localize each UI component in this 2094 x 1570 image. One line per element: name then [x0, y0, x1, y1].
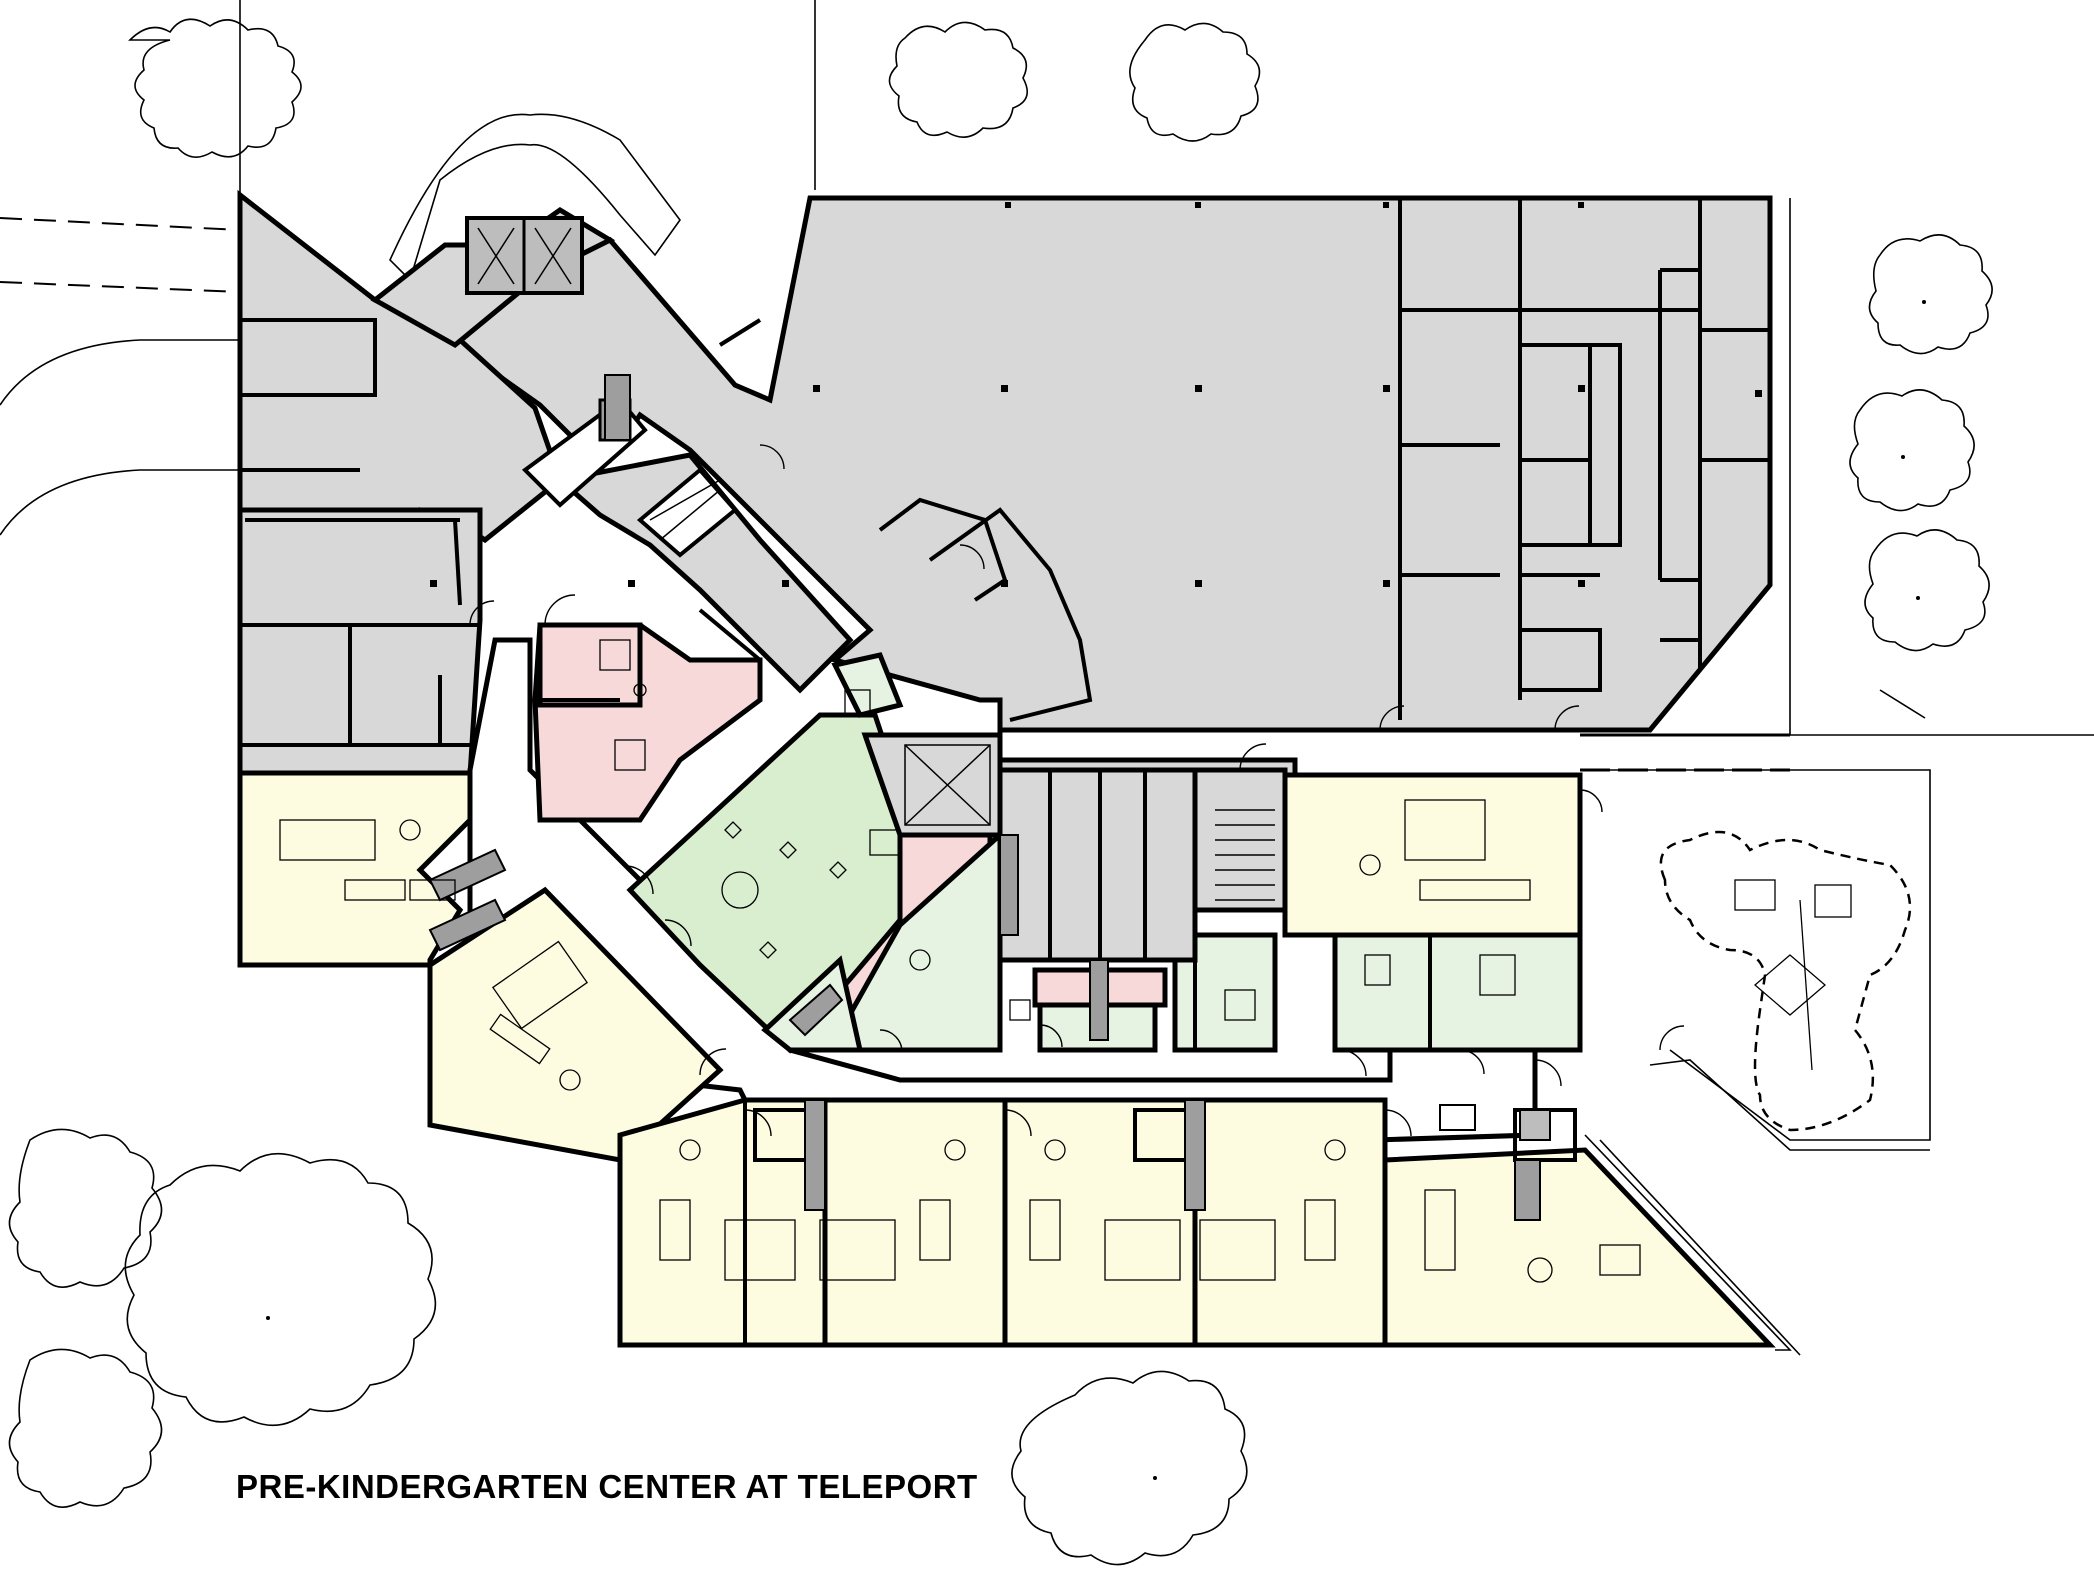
toilet-block	[997, 767, 1198, 963]
admin-office-top	[537, 622, 643, 708]
classroom-furniture	[279, 639, 1641, 1283]
classroom-south-4	[1192, 1097, 1388, 1348]
tree-right-3	[1864, 529, 1990, 652]
drawing-title: PRE-KINDERGARTEN CENTER AT TELEPORT	[236, 1468, 978, 1505]
light-court	[831, 652, 904, 718]
classroom-south-1	[617, 1097, 828, 1348]
classroom-south-2	[822, 1097, 1008, 1348]
tree-top-left	[128, 18, 302, 158]
tree-bottom-left-low	[8, 1348, 163, 1508]
site-lines	[0, 0, 2094, 1356]
columns	[430, 202, 1762, 587]
existing-south-west	[237, 507, 483, 778]
tree-right-2	[1849, 389, 1975, 512]
new-stairs	[904, 744, 1275, 901]
classroom-south-3	[1002, 1097, 1198, 1348]
new-wing-partitions	[540, 608, 1582, 1345]
tree-bottom-center	[1011, 1370, 1248, 1566]
shaft-cores	[428, 374, 1541, 1221]
tree-top-center	[888, 21, 1029, 138]
site-trees	[8, 18, 1993, 1566]
tree-bottom-left-large	[124, 1152, 437, 1427]
door-swings	[469, 444, 1685, 1137]
existing-partitions	[240, 198, 1770, 747]
classroom-northeast	[1282, 772, 1583, 938]
classroom-south-5	[1382, 1147, 1776, 1348]
tree-right-1	[1868, 234, 1993, 355]
tree-top-right	[1129, 22, 1261, 142]
kitchen	[1332, 932, 1583, 1053]
classroom-west-1	[237, 770, 473, 968]
corridor-misc	[1439, 733, 1790, 1141]
tree-bottom-left-edge	[8, 1128, 163, 1288]
classroom-west-2	[427, 886, 724, 1163]
